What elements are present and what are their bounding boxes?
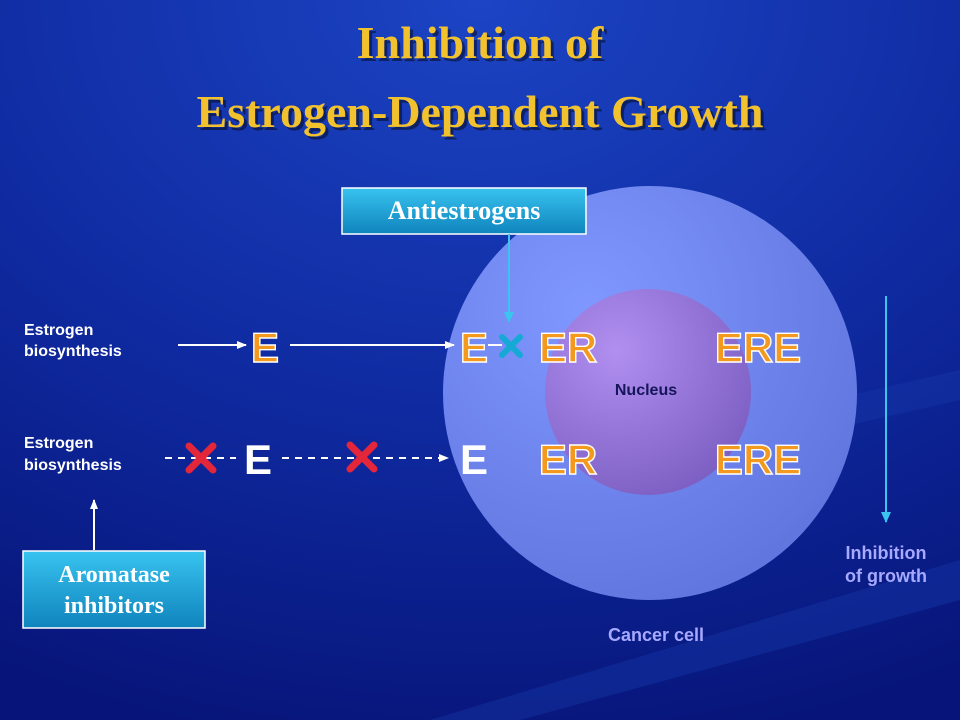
page-title-line1: Inhibition of — [357, 17, 604, 68]
antiestrogens-label: Antiestrogens — [388, 196, 541, 225]
row1-cell-estrogen-glyph: E — [460, 324, 488, 371]
title-shadow-line1: Inhibition of — [360, 20, 607, 71]
page-title-line2: Estrogen-Dependent Growth — [197, 86, 764, 137]
nucleus — [545, 289, 751, 495]
nucleus-label: Nucleus — [615, 382, 677, 399]
aromatase-inhibitors-box — [22, 550, 206, 629]
background-swoosh — [430, 560, 960, 720]
row2-response-element-glyph: ERE — [715, 436, 801, 483]
row1-source-label-line2: biosynthesis — [24, 343, 122, 360]
row2-block-x — [346, 441, 378, 473]
row1-response-element-glyph: ERE — [715, 324, 801, 371]
inhibition-label-line2: of growth — [845, 566, 927, 586]
inhibition-label-line1: Inhibition — [846, 543, 927, 563]
row2-receptor-glyph: ER — [539, 436, 597, 483]
aromatase-label-line1: Aromatase — [58, 562, 170, 588]
aromatase-label-line2: inhibitors — [64, 593, 164, 619]
antiestrogens-box — [341, 187, 587, 235]
row2-cell-estrogen-glyph: E — [460, 436, 488, 483]
row1-estrogen-glyph: E — [251, 324, 279, 371]
title-shadow-line2: Estrogen-Dependent Growth — [200, 89, 767, 140]
row1-receptor-glyph: ER — [539, 324, 597, 371]
row2-source-label-line2: biosynthesis — [24, 457, 122, 474]
row2-estrogen-glyph: E — [244, 436, 272, 483]
row1-source-label-line1: Estrogen — [24, 322, 93, 339]
row2-source-label-line1: Estrogen — [24, 435, 93, 452]
antiestrogen-block-x — [499, 334, 523, 358]
aromatase-block-x — [185, 442, 217, 474]
cancer-cell-label: Cancer cell — [608, 625, 704, 645]
